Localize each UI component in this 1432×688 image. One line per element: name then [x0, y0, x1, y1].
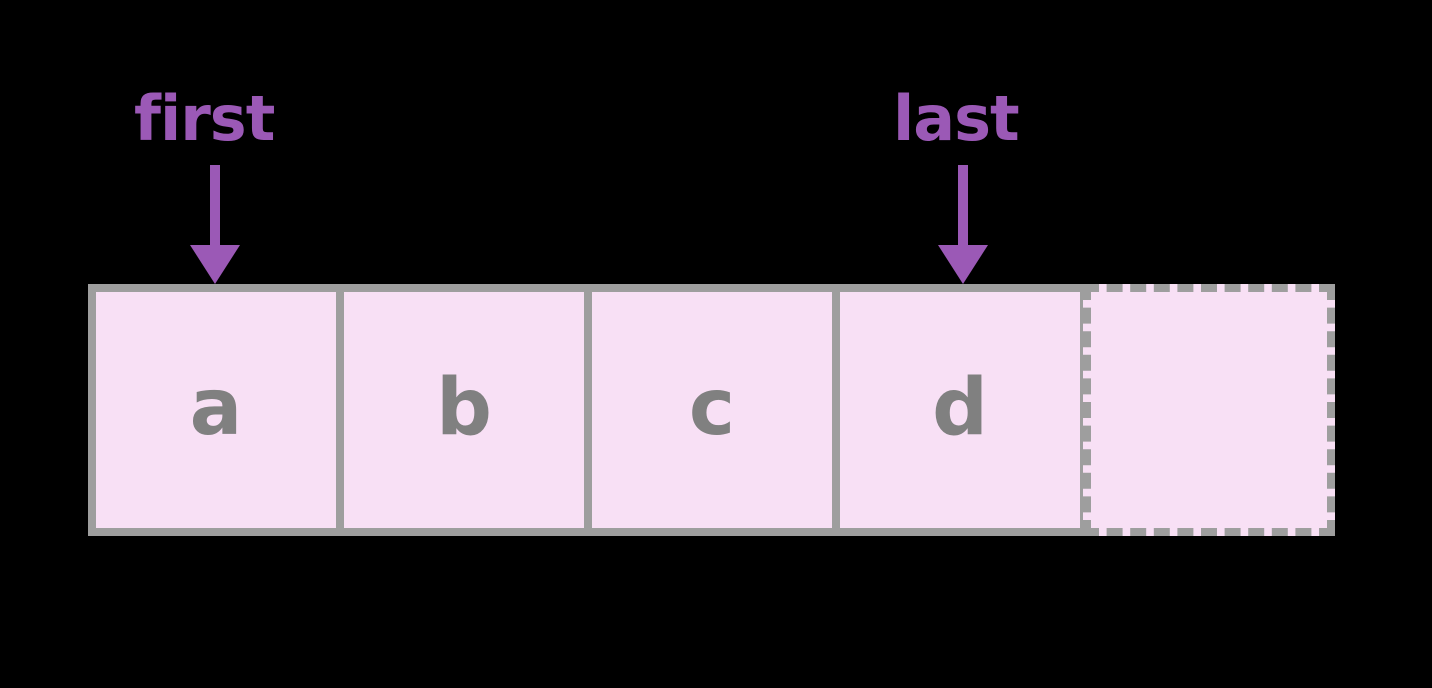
array-cell-value: a — [189, 363, 243, 453]
array-container: a b c d — [88, 284, 1088, 536]
down-arrow-icon-first — [185, 165, 245, 285]
array-cell-spare-dashed[interactable] — [1083, 284, 1335, 536]
array-cell-2[interactable]: c — [592, 292, 832, 528]
down-arrow-icon-last — [933, 165, 993, 285]
array-cell-value: c — [688, 363, 736, 453]
array-cell-0[interactable]: a — [96, 292, 336, 528]
pointer-label-last: last — [893, 82, 1020, 155]
array-cell-3[interactable]: d — [840, 292, 1080, 528]
array-cell-value: b — [436, 363, 492, 453]
array-cell-1[interactable]: b — [344, 292, 584, 528]
pointer-label-first: first — [134, 82, 275, 155]
array-cell-value: d — [932, 363, 988, 453]
